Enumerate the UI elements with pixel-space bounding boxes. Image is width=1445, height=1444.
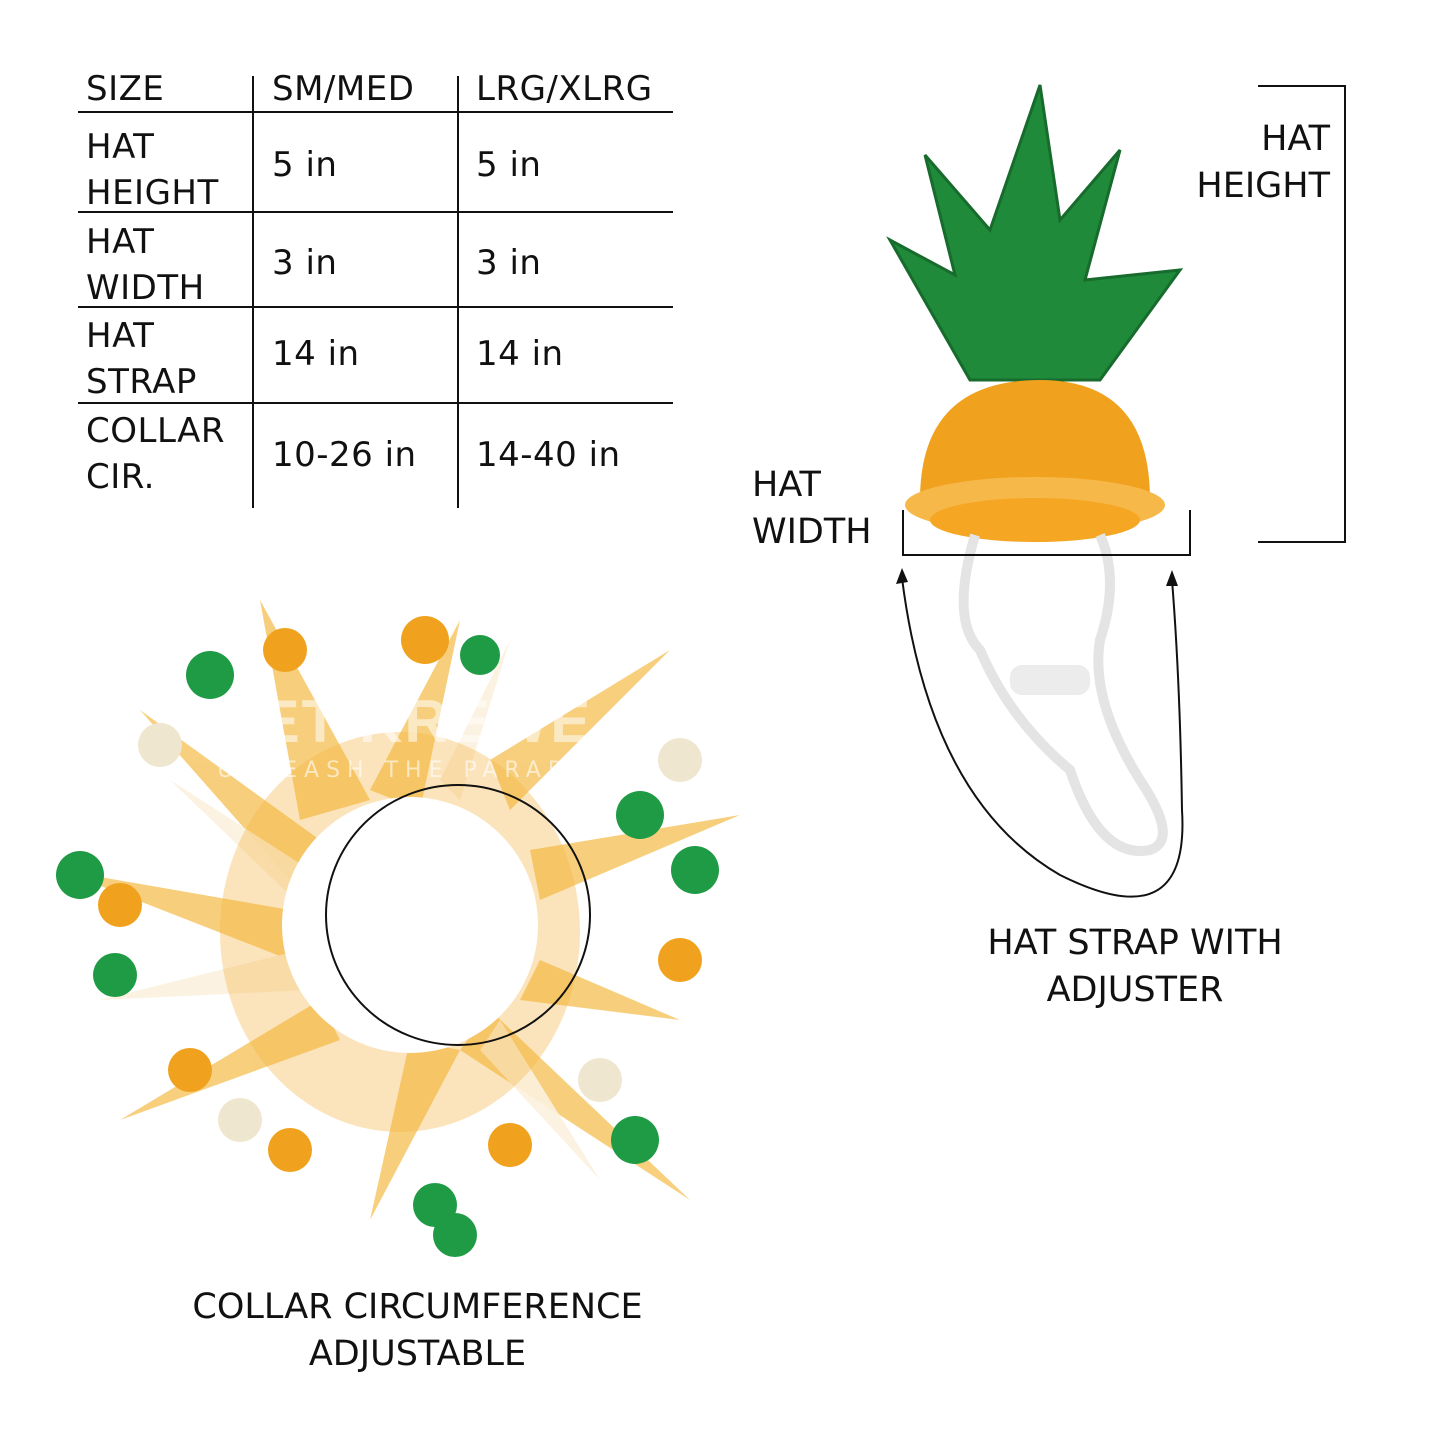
pom-poms: [56, 616, 719, 1257]
table-divider: [78, 211, 673, 213]
cell-sm-med: 14 in: [272, 334, 360, 374]
hat-height-label: HAT HEIGHT: [1196, 119, 1330, 206]
row-label: HAT WIDTH: [86, 222, 205, 308]
hat-width-bracket: [902, 510, 1191, 556]
watermark-brand: PET KREWE: [217, 688, 593, 755]
collar-image: [56, 600, 740, 1257]
hat-strap-arrow: [896, 568, 1184, 898]
header-lrg-xlrg: LRG/XLRG: [476, 69, 653, 109]
table-divider: [78, 111, 673, 113]
header-sm-med: SM/MED: [272, 69, 415, 109]
hat-strap-label: HAT STRAP WITH ADJUSTER: [987, 923, 1283, 1010]
hat-width-label: HAT WIDTH: [752, 465, 872, 552]
hat-height-bracket: [1258, 85, 1346, 543]
row-label: HAT STRAP: [86, 316, 197, 402]
cell-lrg-xlrg: 5 in: [476, 145, 542, 185]
cell-lrg-xlrg: 14 in: [476, 334, 564, 374]
row-label: COLLAR CIR.: [86, 411, 226, 497]
pineapple-hat-image: [886, 84, 1184, 856]
table-divider: [78, 306, 673, 308]
table-divider: [78, 402, 673, 404]
row-label: HAT HEIGHT: [86, 127, 219, 213]
watermark-tagline: UNLEASH THE PARADE: [217, 758, 593, 783]
cell-lrg-xlrg: 14-40 in: [476, 435, 621, 475]
cell-lrg-xlrg: 3 in: [476, 243, 542, 283]
cell-sm-med: 3 in: [272, 243, 338, 283]
table-divider: [252, 76, 254, 508]
collar-label: COLLAR CIRCUMFERENCE ADJUSTABLE: [192, 1287, 643, 1374]
cell-sm-med: 10-26 in: [272, 435, 417, 475]
header-size: SIZE: [86, 69, 165, 109]
table-divider: [457, 76, 459, 508]
cell-sm-med: 5 in: [272, 145, 338, 185]
